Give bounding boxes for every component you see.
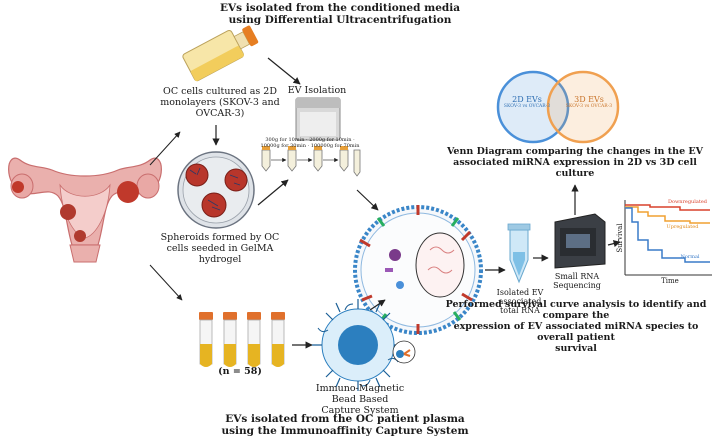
spheroids-line1: Spheroids formed by OC [160, 232, 280, 243]
bottom-title: EVs isolated from the OC patient plasma … [210, 413, 480, 437]
rna-microtube-icon [507, 223, 531, 284]
survival-desc-line2: expression of EV associated miRNA specie… [453, 320, 699, 343]
arrow-to-cells [149, 131, 181, 166]
arrow-beads-to-ev [369, 299, 386, 311]
venn-right-title: 3D EVs [574, 95, 604, 104]
ev-isolation-label: EV Isolation [287, 85, 347, 96]
venn-desc-line2: associated miRNA expression in 2D vs 3D … [453, 156, 697, 168]
immuno-caption: Immuno-Magnetic Bead Based Capture Syste… [305, 383, 415, 417]
venn-right-sub: SKOV-3 vs OVCAR-3 [565, 104, 613, 110]
blood-tubes-icon [199, 312, 285, 367]
legend-normal: Normal [680, 254, 700, 260]
centrifuge-tube-series [261, 146, 361, 177]
immuno-bead-illustration [312, 299, 404, 391]
top-title-line1: EVs isolated from the conditioned media [219, 2, 461, 14]
survival-ylabel: Survival [615, 223, 624, 253]
antibody-bead-icon [392, 340, 416, 364]
venn-right-label: 3D EVs SKOV-3 vs OVCAR-3 [564, 95, 614, 109]
venn-right-circle [546, 70, 620, 144]
top-title: EVs isolated from the conditioned media … [210, 2, 470, 26]
venn-desc-line1: Venn Diagram comparing the changes in th… [446, 146, 704, 157]
small-rna-line2: Sequencing [553, 281, 601, 291]
culture-flask-icon [182, 25, 259, 82]
spheroids-line2: cells seeded in GelMA [166, 242, 274, 254]
uterus-illustration [8, 157, 162, 263]
ultracentrifuge-icon [295, 97, 341, 141]
oc-cells-line3: OVCAR-3) [195, 107, 245, 119]
survival-curve-normal [625, 207, 710, 263]
extracellular-vesicle-illustration [353, 205, 483, 335]
small-rna-caption: Small RNA Sequencing [552, 272, 602, 290]
bottom-title-line2: using the Immunoaffinity Capture System [221, 425, 469, 438]
arrow-to-ev [356, 189, 379, 211]
arrow-to-plasma [149, 264, 183, 301]
small-rna-line1: Small RNA [554, 272, 600, 281]
arrow-spheroid-to-ev [257, 179, 289, 206]
legend-downregulated: Downregulated [667, 199, 708, 205]
isolated-rna-line1: Isolated EV [496, 288, 544, 297]
spheroid-dish-icon [177, 151, 255, 229]
spheroids-caption: Spheroids formed by OC cells seeded in G… [160, 232, 280, 266]
immuno-line1: Immuno-Magnetic Bead Based [315, 383, 405, 405]
arrow-flask-to-ev [267, 57, 301, 85]
spheroids-line3: hydrogel [198, 253, 242, 265]
isolated-rna-caption: Isolated EV associated total RNA [490, 288, 550, 316]
immuno-line2: Capture System [321, 404, 399, 416]
oc-cells-caption: OC cells cultured as 2D monolayers (SKOV… [160, 86, 280, 120]
venn-left-label: 2D EVs SKOV-3 vs OVCAR-3 [502, 95, 552, 109]
survival-curve-upregulated [625, 206, 710, 224]
survival-chart [624, 200, 712, 276]
venn-description: Venn Diagram comparing the changes in th… [440, 146, 710, 180]
survival-description: Performed survival curve analysis to ide… [440, 299, 712, 355]
legend-upregulated: Upregulated [666, 224, 699, 230]
oc-cells-line1: OC cells cultured as 2D [163, 86, 277, 97]
venn-diagram [496, 70, 620, 144]
bottom-title-line1: EVs isolated from the OC patient plasma [225, 413, 465, 425]
sequencer-icon [554, 213, 606, 269]
survival-xlabel: Time [661, 277, 679, 285]
venn-left-sub: SKOV-3 vs OVCAR-3 [503, 104, 551, 110]
survival-desc-line3: survival [555, 342, 597, 354]
arrow-seq-to-survival [607, 240, 621, 248]
centrifuge-steps: 300g for 10min · 2000g for 10min · 10000… [260, 137, 360, 149]
isolated-rna-line2: associated total RNA [498, 297, 542, 316]
oc-cells-line2: monolayers (SKOV-3 and [160, 96, 280, 108]
venn-desc-line3: culture [555, 167, 595, 179]
venn-left-title: 2D EVs [512, 95, 542, 104]
n-patients-label: (n = 58) [218, 366, 262, 377]
top-title-line2: using Differential Ultracentrifugation [228, 14, 452, 27]
venn-left-circle [496, 70, 570, 144]
survival-desc-line1: Performed survival curve analysis to ide… [445, 299, 707, 321]
survival-curve-downregulated [625, 204, 710, 211]
